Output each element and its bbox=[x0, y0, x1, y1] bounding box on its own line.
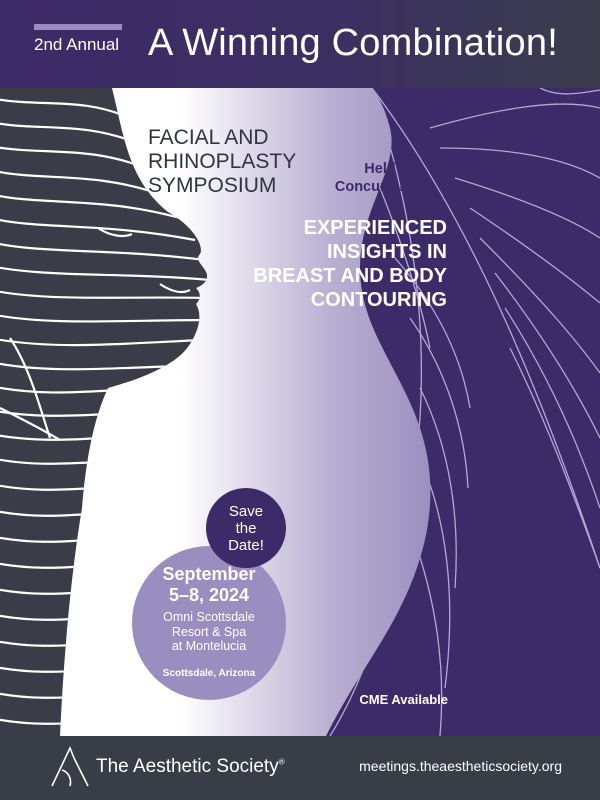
second-program-line: CONTOURING bbox=[310, 289, 447, 311]
headline: A Winning Combination! bbox=[148, 22, 558, 64]
held-line: Concurrently bbox=[334, 179, 426, 195]
face-eye bbox=[97, 227, 133, 238]
face-contours bbox=[0, 96, 208, 725]
symposium-title-line: FACIAL AND bbox=[148, 126, 269, 149]
event-venue: Omni Scottsdale Resort & Spa at Monteluc… bbox=[132, 610, 286, 654]
save-the-date-text: Save the Date! bbox=[216, 503, 276, 554]
second-program-title: EXPERIENCED INSIGHTS IN BREAST AND BODY … bbox=[232, 216, 447, 312]
organization-name: The Aesthetic Society® bbox=[96, 756, 285, 778]
event-venue-line: at Montelucia bbox=[171, 639, 247, 653]
website-url[interactable]: meetings.theaestheticsociety.org bbox=[359, 758, 562, 774]
event-venue-line: Omni Scottsdale bbox=[163, 610, 255, 624]
symposium-title-line: RHINOPLASTY bbox=[148, 150, 297, 173]
cme-available-label: CME Available bbox=[359, 692, 448, 707]
symposium-title-line: SYMPOSIUM bbox=[148, 174, 277, 197]
event-date-line: 5–8, 2024 bbox=[168, 585, 250, 605]
save-line: the bbox=[235, 519, 257, 537]
event-city: Scottsdale, Arizona bbox=[162, 668, 256, 679]
second-program-line: EXPERIENCED bbox=[303, 217, 447, 239]
event-venue-line: Resort & Spa bbox=[171, 624, 247, 639]
edition-label: 2nd Annual bbox=[34, 35, 120, 54]
second-program-line: INSIGHTS IN bbox=[326, 241, 447, 263]
save-line: Save bbox=[228, 502, 264, 520]
header-band: 2nd Annual A Winning Combination! bbox=[0, 0, 600, 88]
held-concurrently-label: Held Concurrently bbox=[316, 160, 444, 196]
organization-name-text: The Aesthetic Society bbox=[96, 756, 279, 777]
footer-band: The Aesthetic Society® meetings.theaesth… bbox=[0, 736, 600, 800]
symposium-title: FACIAL AND RHINOPLASTY SYMPOSIUM bbox=[148, 126, 348, 198]
second-program-line: BREAST AND BODY bbox=[253, 265, 447, 287]
event-date-line: September bbox=[162, 564, 256, 584]
header-rule bbox=[34, 24, 122, 30]
artwork-panel: FACIAL AND RHINOPLASTY SYMPOSIUM Held Co… bbox=[0, 88, 600, 736]
save-line: Date! bbox=[228, 536, 264, 554]
aesthetic-society-logo-icon bbox=[51, 746, 89, 787]
event-date: September 5–8, 2024 bbox=[132, 564, 286, 606]
event-date-disc: September 5–8, 2024 Omni Scottsdale Reso… bbox=[132, 546, 286, 700]
save-the-date-badge: Save the Date! bbox=[206, 488, 286, 568]
face-lips bbox=[159, 283, 191, 294]
registered-mark: ® bbox=[278, 757, 285, 767]
held-line: Held bbox=[364, 161, 396, 177]
artwork bbox=[0, 88, 600, 736]
